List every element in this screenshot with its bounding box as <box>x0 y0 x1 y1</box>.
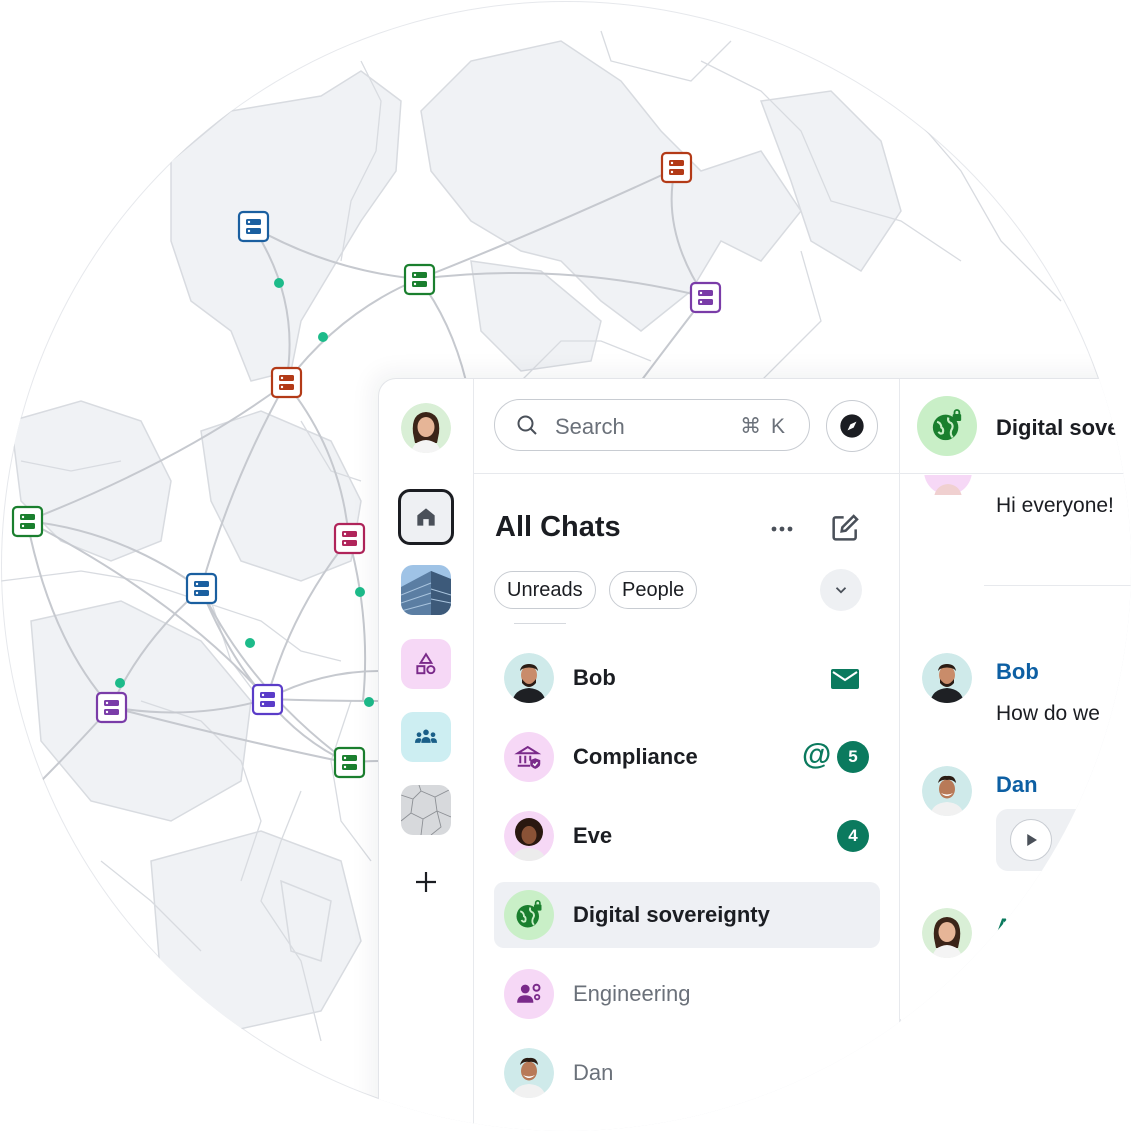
search-icon <box>517 415 537 435</box>
filter-unreads[interactable]: Unreads <box>494 571 596 609</box>
room-list-title: All Chats <box>495 511 621 543</box>
woman-portrait-icon <box>924 475 972 495</box>
search-shortcut: ⌘ K <box>740 415 787 438</box>
timeline-bottom-divider <box>900 1019 901 1131</box>
avatar <box>504 732 554 782</box>
message-sender: Dan <box>996 772 1038 797</box>
space-team[interactable] <box>401 712 451 762</box>
room-name: Digital sovereignty <box>573 902 770 927</box>
shapes-icon <box>416 652 436 675</box>
avatar <box>504 1048 554 1098</box>
compass-icon <box>840 414 864 438</box>
room-list-panel: Search ⌘ K All Chats Unreads People <box>474 379 900 1131</box>
compose-icon <box>832 514 859 541</box>
bank-shield-icon <box>514 745 542 769</box>
server-node-violet <box>251 683 284 716</box>
man-portrait-icon <box>504 1048 554 1098</box>
header-divider <box>900 473 1131 474</box>
plus-icon <box>416 872 436 892</box>
room-avatar <box>917 396 977 456</box>
mention-icon: @ <box>802 738 832 771</box>
voice-message-bubble <box>996 809 1131 871</box>
building-icon <box>401 565 451 615</box>
avatar <box>504 811 554 861</box>
room-name: Bob <box>573 665 616 690</box>
message-avatar <box>922 653 972 703</box>
more-horizontal-icon <box>771 526 793 532</box>
server-node-purple <box>689 281 722 314</box>
man-portrait-icon <box>504 653 554 703</box>
expand-filters-button[interactable] <box>820 569 862 611</box>
filter-people[interactable]: People <box>609 571 698 609</box>
message-sender: Bob <box>996 659 1039 684</box>
room-title: Digital sove <box>996 415 1120 440</box>
room-name: Eve <box>573 823 613 848</box>
server-node-blue <box>237 210 270 243</box>
message-avatar <box>922 908 972 958</box>
server-node-blue <box>185 572 218 605</box>
room-row-bob[interactable]: Bob <box>494 645 880 711</box>
room-row-compliance[interactable]: Compliance @ 5 <box>494 724 880 790</box>
header-divider <box>474 473 899 474</box>
message-body: How do we <box>996 702 1100 725</box>
search-placeholder: Search <box>555 414 625 439</box>
more-options-button[interactable] <box>764 511 800 547</box>
engineer-gear-icon <box>517 983 541 1003</box>
room-name: Engineering <box>573 981 691 1006</box>
play-icon <box>1027 834 1037 846</box>
server-node-green <box>11 505 44 538</box>
server-node-purple <box>95 691 128 724</box>
explore-rooms-button[interactable] <box>826 400 878 452</box>
message-avatar <box>924 475 972 495</box>
play-button[interactable] <box>1010 819 1052 861</box>
chat-app-window: Search ⌘ K All Chats Unreads People <box>378 378 1131 1131</box>
woman-portrait-icon <box>401 403 451 453</box>
unread-badge: 4 <box>837 820 869 852</box>
message-avatar <box>922 766 972 816</box>
server-node-red <box>660 151 693 184</box>
avatar <box>504 890 554 940</box>
unread-badge: 5 <box>837 741 869 773</box>
room-row-eve[interactable]: Eve 4 <box>494 803 880 869</box>
avatar <box>504 653 554 703</box>
team-icon <box>414 729 438 743</box>
user-avatar[interactable] <box>401 403 451 453</box>
globe-lock-icon <box>516 900 542 928</box>
space-shapes[interactable] <box>401 639 451 689</box>
server-node-magenta <box>333 522 366 555</box>
server-node-green <box>403 263 436 296</box>
message-sender: A <box>996 914 1012 939</box>
mail-icon <box>831 669 859 689</box>
space-rail <box>379 379 474 1131</box>
message-body: Hi everyone! <box>996 494 1114 517</box>
add-space-button[interactable] <box>401 857 451 907</box>
man-portrait-icon <box>922 653 972 703</box>
compose-button[interactable] <box>826 509 864 547</box>
home-space-button[interactable] <box>398 489 454 545</box>
woman-portrait-icon <box>504 811 554 861</box>
hop-dots <box>115 278 374 707</box>
man-portrait-icon <box>922 766 972 816</box>
woman-portrait-icon <box>922 908 972 958</box>
search-input[interactable]: Search ⌘ K <box>494 399 810 451</box>
message-separator <box>984 585 1131 586</box>
room-row-digital-sovereignty[interactable]: Digital sovereignty <box>494 882 880 948</box>
space-texture[interactable] <box>401 785 451 835</box>
globe-lock-icon <box>932 409 962 441</box>
room-timeline: Digital sove Hi everyone! Bob How do we … <box>900 379 1131 1131</box>
avatar <box>504 969 554 1019</box>
room-row-engineering[interactable]: Engineering <box>494 961 880 1027</box>
home-icon <box>417 508 435 526</box>
room-name: Dan <box>573 1060 614 1085</box>
server-node-green <box>333 746 366 779</box>
room-name: Compliance <box>573 744 698 769</box>
space-building[interactable] <box>401 565 451 615</box>
scroll-fade-line <box>514 623 566 624</box>
server-node-red <box>270 366 303 399</box>
cracked-texture-icon <box>401 785 451 835</box>
chevron-down-icon <box>835 587 847 594</box>
room-row-dan[interactable]: Dan <box>494 1040 880 1106</box>
